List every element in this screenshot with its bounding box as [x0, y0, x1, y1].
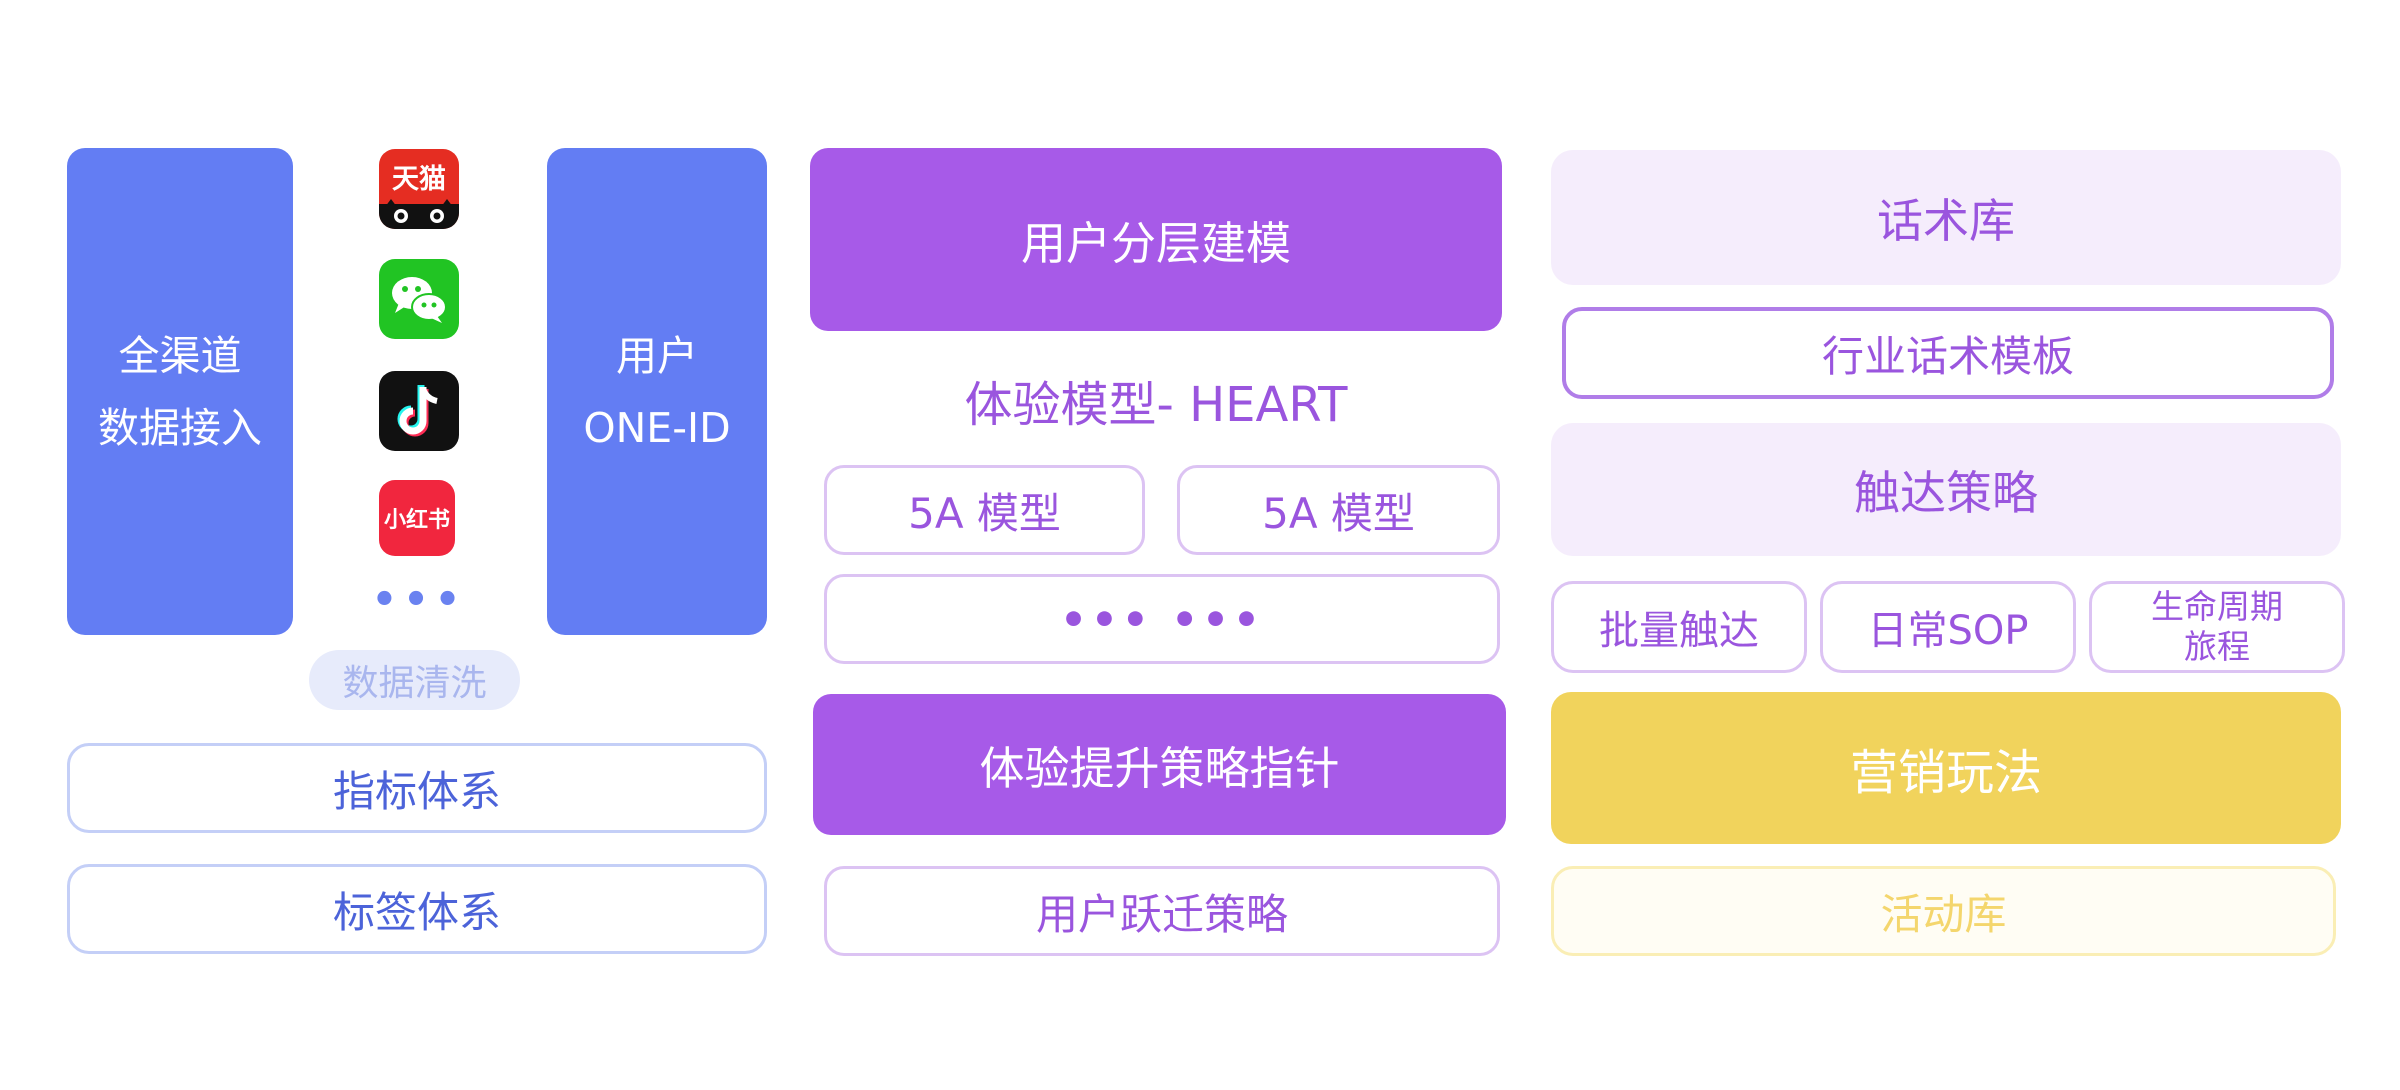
industry-template-box: 行业话术模板: [1562, 307, 2334, 399]
tmall-label: 天猫: [392, 164, 446, 195]
more-models-dots: ••• •••: [1060, 594, 1264, 644]
omnichannel-label-line1: 全渠道: [118, 331, 242, 380]
omnichannel-data-block: 全渠道 数据接入: [67, 148, 293, 635]
daily-sop-box: 日常SOP: [1820, 581, 2076, 673]
reach-strategy-block: 触达策略: [1551, 423, 2341, 556]
tmall-icon: 天猫: [379, 149, 459, 229]
omnichannel-label-line2: 数据接入: [98, 403, 262, 452]
douyin-icon: [379, 371, 459, 451]
user-migration-box: 用户跃迁策略: [824, 866, 1500, 956]
data-cleaning-badge: 数据清洗: [309, 650, 520, 710]
model-5a-box-1: 5A 模型: [824, 465, 1145, 555]
wechat-icon: [379, 259, 459, 339]
activity-library-box: 活动库: [1551, 866, 2336, 956]
lifecycle-journey-box: 生命周期 旅程: [2089, 581, 2345, 673]
experience-strategy-block: 体验提升策略指针: [813, 694, 1506, 835]
marketing-play-block: 营销玩法: [1551, 692, 2341, 844]
user-oneid-line1: 用户: [616, 331, 698, 380]
batch-reach-box: 批量触达: [1551, 581, 1807, 673]
lifecycle-line1: 生命周期: [2151, 587, 2283, 626]
indicator-system-box: 指标体系: [67, 743, 767, 833]
model-5a-box-2: 5A 模型: [1177, 465, 1500, 555]
user-oneid-block: 用户 ONE-ID: [547, 148, 767, 635]
user-layer-modeling-block: 用户分层建模: [810, 148, 1502, 331]
lifecycle-line2: 旅程: [2184, 627, 2250, 666]
experience-model-heading: 体验模型- HEART: [964, 377, 1348, 433]
more-apps-icon: •••: [371, 577, 467, 623]
tag-system-box: 标签体系: [67, 864, 767, 954]
more-models-box: ••• •••: [824, 574, 1500, 664]
xiaohongshu-icon: 小红书: [379, 480, 455, 556]
xiaohongshu-label: 小红书: [383, 508, 450, 533]
script-library-block: 话术库: [1551, 150, 2341, 285]
user-oneid-line2: ONE-ID: [583, 403, 731, 452]
